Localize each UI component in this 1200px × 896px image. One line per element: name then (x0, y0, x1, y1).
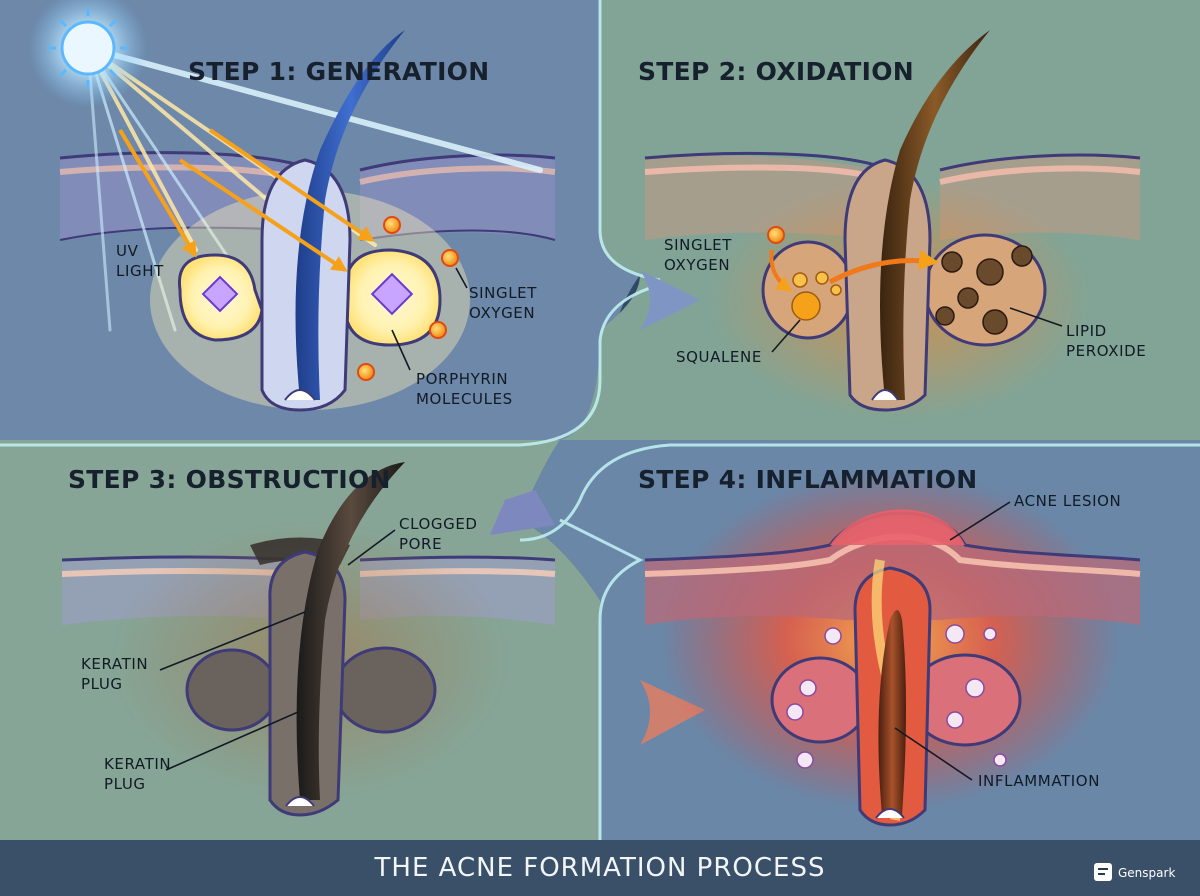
label-pore: PORE (399, 535, 442, 553)
step-4-title: STEP 4: INFLAMMATION (638, 465, 978, 494)
label-keratin-2: KERATIN (104, 755, 171, 773)
label-plug-1: PLUG (81, 675, 123, 693)
hair-shaft (296, 462, 405, 800)
arrow-right-icon (640, 680, 705, 745)
label-molecules: MOLECULES (416, 390, 513, 408)
footer-title: THE ACNE FORMATION PROCESS (374, 853, 826, 883)
panel-step-2: STEP 2: OXIDATION SINGLET OXYGEN SQUALEN… (638, 30, 1146, 420)
lipid-peroxide-clumps (935, 245, 1033, 335)
label-peroxide: PEROXIDE (1066, 342, 1146, 360)
step-3-title: STEP 3: OBSTRUCTION (68, 465, 391, 494)
step-2-title: STEP 2: OXIDATION (638, 57, 914, 86)
arrow-down-left-icon (490, 490, 555, 535)
sun-icon (48, 8, 128, 88)
panel-step-3: STEP 3: OBSTRUCTION CLOGGED PORE KERATIN… (61, 462, 556, 817)
label-inflammation: INFLAMMATION (978, 772, 1100, 790)
porphyrin-molecule-icon (201, 272, 414, 316)
label-lipid: LIPID (1066, 322, 1107, 340)
panel-step-4: STEP 4: INFLAMMATION ACNE LESION INFLAMM… (638, 465, 1141, 827)
label-porphyrin: PORPHYRIN (416, 370, 508, 388)
label-acne-lesion: ACNE LESION (1014, 492, 1121, 510)
label-plug-2: PLUG (104, 775, 146, 793)
hair-shaft (295, 30, 405, 400)
singlet-oxygen-icon (357, 216, 459, 381)
label-oxygen: OXYGEN (664, 256, 730, 274)
label-singlet: SINGLET (664, 236, 732, 254)
label-uv: UV (116, 242, 139, 260)
panel-step-1: STEP 1: GENERATION UV LIGHT SINGLET OXYG… (28, 0, 556, 412)
step-1-title: STEP 1: GENERATION (188, 57, 489, 86)
label-light: LIGHT (116, 262, 164, 280)
label-oxygen: OXYGEN (469, 304, 535, 322)
immune-cells (786, 624, 1007, 769)
hair-shaft (880, 30, 990, 400)
label-singlet: SINGLET (469, 284, 537, 302)
brand-name: Genspark (1118, 866, 1175, 880)
flow-dividers (0, 0, 1200, 840)
label-clogged: CLOGGED (399, 515, 478, 533)
flow-arrows (490, 270, 705, 745)
arrow-right-icon (640, 270, 700, 330)
label-keratin-1: KERATIN (81, 655, 148, 673)
label-squalene: SQUALENE (676, 348, 762, 366)
squalene-droplets (791, 271, 842, 321)
footer: THE ACNE FORMATION PROCESS Genspark (0, 840, 1200, 896)
genspark-logo-icon (1094, 863, 1112, 881)
singlet-oxygen-icon (767, 226, 785, 244)
hair-shaft (878, 610, 906, 815)
